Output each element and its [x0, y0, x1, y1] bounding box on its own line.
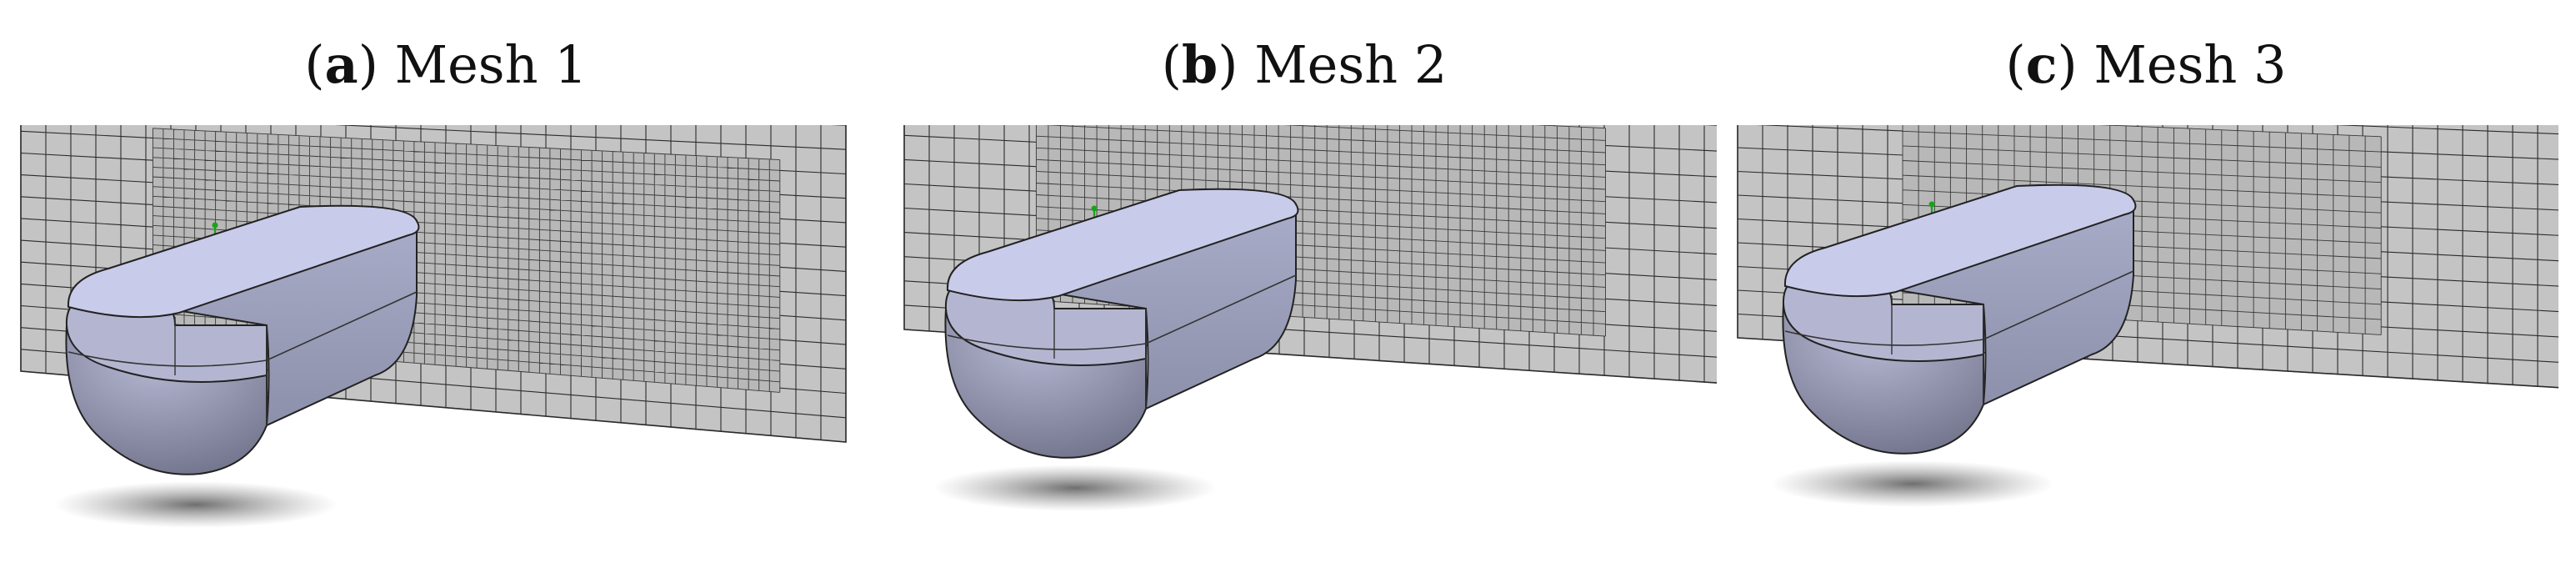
hull-waterline [947, 274, 1297, 350]
hull-deck [1783, 183, 2137, 298]
figure-group [20, 125, 847, 528]
hull-deck [67, 204, 420, 319]
hull-shadow [933, 465, 1217, 511]
hull-shadow [1771, 460, 2054, 507]
panel-a-letter: a [324, 34, 358, 95]
hull-side [1045, 203, 1297, 410]
figure-group [1737, 125, 2558, 507]
panel-c: (c) Mesh 3 [1717, 0, 2575, 573]
figure-group [903, 125, 1717, 511]
panel-a-label: Mesh 1 [394, 34, 588, 95]
mesh-1-figure [20, 125, 847, 528]
axis-y-tip [1928, 201, 1935, 208]
hull-waterline [68, 291, 418, 367]
hull-side [1883, 199, 2134, 406]
axis-y-tip [1091, 205, 1098, 212]
panel-c-label: Mesh 3 [2093, 34, 2287, 95]
axis-y-tip [212, 222, 218, 229]
panel-c-letter: c [2025, 34, 2058, 95]
hull-deck [946, 188, 1299, 302]
panel-b-title: (b) Mesh 2 [1161, 34, 1448, 95]
hull-waterline [1784, 270, 2134, 346]
panel-c-title: (c) Mesh 3 [2005, 34, 2287, 95]
hull-side [166, 219, 418, 427]
mesh-2-figure [903, 125, 1717, 511]
panel-a: (a) Mesh 1 [17, 0, 875, 573]
panel-b-label: Mesh 2 [1254, 34, 1448, 95]
panel-b-letter: b [1181, 34, 1218, 95]
mesh-3-figure [1737, 125, 2558, 507]
panel-b: (b) Mesh 2 [875, 0, 1733, 573]
hull-shadow [54, 481, 338, 528]
panel-a-title: (a) Mesh 1 [304, 34, 588, 95]
